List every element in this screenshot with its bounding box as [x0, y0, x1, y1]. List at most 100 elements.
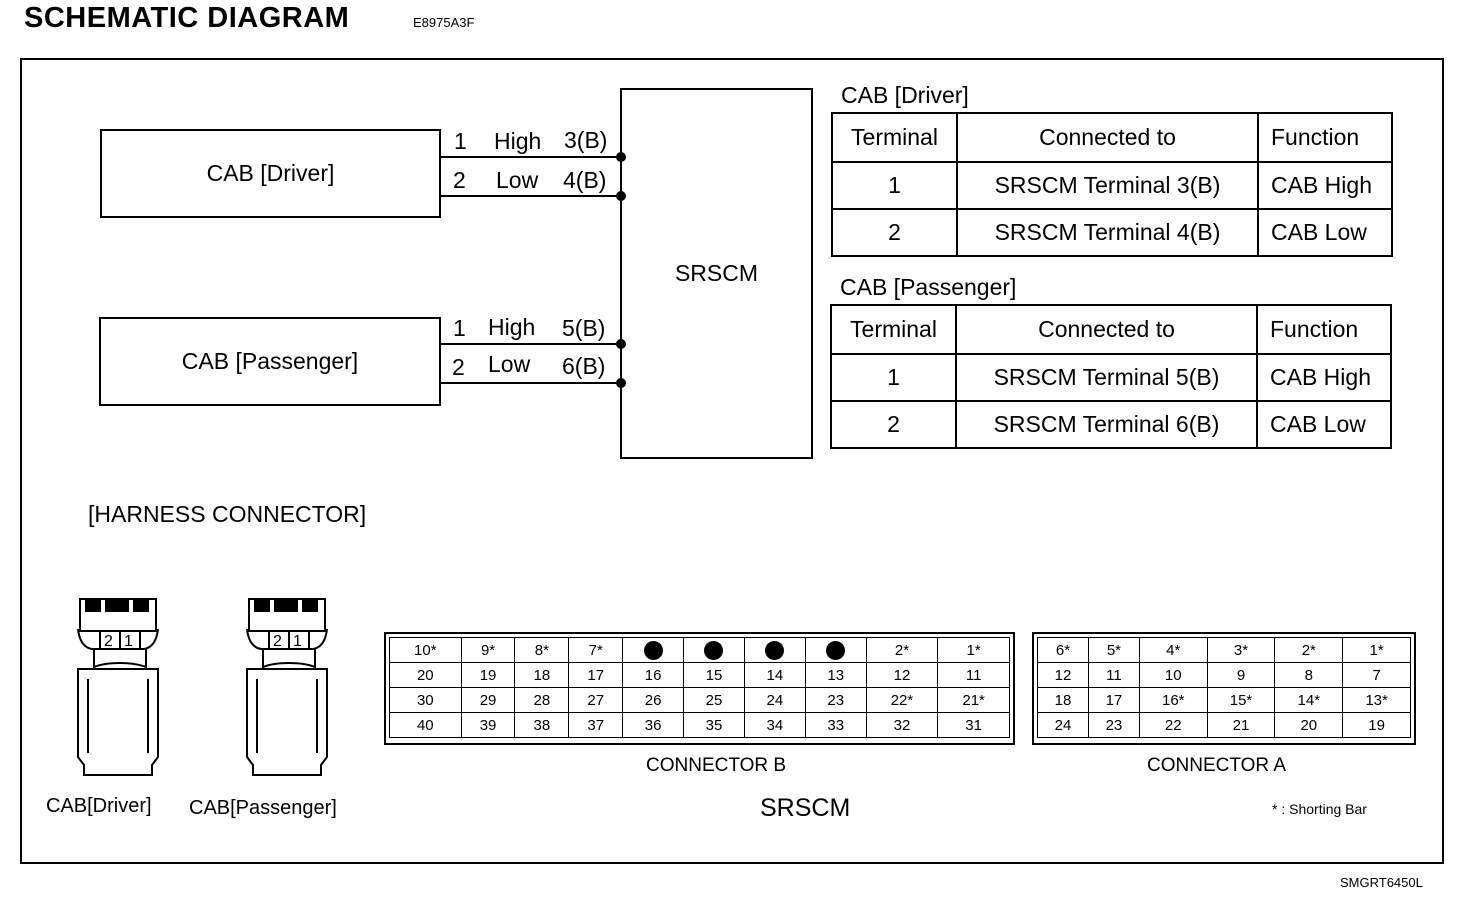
connector-b-pin-cell: 19 [460, 662, 516, 688]
driver-wire-high [441, 156, 621, 158]
connector-b-pin-cell: 34 [743, 712, 806, 738]
figure-code: SMGRT6450L [1340, 875, 1423, 890]
table-cell: CAB High [1256, 353, 1392, 402]
connector-b-pin-cell: 11 [937, 662, 1010, 688]
connector-b-pin-cell: 23 [804, 687, 867, 713]
connector-a-pin-cell: 12 [1037, 662, 1089, 688]
driver-low-junction [616, 191, 626, 201]
connector-a-pin-cell: 13* [1342, 687, 1411, 713]
table-cell: SRSCM Terminal 5(B) [955, 353, 1258, 402]
connector-b-pin-cell: 7* [568, 637, 624, 663]
table-cell: CAB High [1257, 161, 1393, 210]
driver-table-title: CAB [Driver] [841, 82, 969, 108]
connector-a-pin-cell: 10 [1138, 662, 1208, 688]
shorting-bar-note: * : Shorting Bar [1272, 801, 1367, 817]
table-cell: CAB Low [1257, 208, 1393, 257]
table-header-cell: Connected to [955, 304, 1258, 355]
connector-b-pin-cell: 29 [460, 687, 516, 713]
connector-a-pin-cell: 2* [1274, 637, 1344, 663]
srscm-label: SRSCM [674, 260, 759, 286]
passenger-wire2-terminal: 6(B) [562, 353, 606, 379]
table-header-cell: Connected to [956, 112, 1259, 163]
table-row: 2 SRSCM Terminal 6(B) CAB Low [830, 400, 1392, 449]
connector-b-pin-cell: 26 [622, 687, 685, 713]
cab-driver-box: CAB [Driver] [100, 129, 441, 218]
connector-b-pin-cell: 17 [568, 662, 624, 688]
connector-b-pin-cell [804, 637, 867, 663]
connector-a-pin-cell: 16* [1138, 687, 1208, 713]
connector-a-pin-cell: 19 [1342, 712, 1411, 738]
connector-b-pin-cell: 8* [514, 637, 570, 663]
table-cell: 2 [831, 208, 958, 257]
passenger-wire1-terminal: 5(B) [562, 315, 606, 341]
driver-wire2-signal: Low [496, 167, 539, 193]
connector-b-pin-cell: 32 [865, 712, 939, 738]
connector-a-pin-cell: 8 [1274, 662, 1344, 688]
table-header-cell: Function [1256, 304, 1392, 355]
harness-connector-heading: [HARNESS CONNECTOR] [88, 501, 367, 527]
connector-b-pin-cell [622, 637, 685, 663]
connector-a-pin-cell: 24 [1037, 712, 1089, 738]
cab-driver-caption: CAB[Driver] [46, 795, 152, 817]
table-header-cell: Terminal [830, 304, 957, 355]
pin-blocked-dot [765, 640, 785, 660]
connector-b-pin-cell: 31 [937, 712, 1010, 738]
cab-passenger-label: CAB [Passenger] [181, 348, 359, 374]
connector-a-pin-cell: 17 [1087, 687, 1140, 713]
passenger-wire2-pin: 2 [452, 354, 465, 380]
connector-b-pin-cell: 12 [865, 662, 939, 688]
table-cell: 1 [830, 353, 957, 402]
connector-b-pin-cell: 28 [514, 687, 570, 713]
connector-b-pin-cell: 2* [865, 637, 939, 663]
driver-wire1-terminal: 3(B) [564, 127, 608, 153]
connector-b-pin-cell: 36 [622, 712, 685, 738]
connector-b-pin-cell: 20 [389, 662, 462, 688]
cab-passenger-connector-icon: 2 1 [246, 598, 328, 776]
connector-a-pin-cell: 14* [1274, 687, 1344, 713]
connector-a-pin-cell: 22 [1138, 712, 1208, 738]
connector-a-pin-cell: 4* [1138, 637, 1208, 663]
passenger-low-junction [616, 378, 626, 388]
connector-a-pin-cell: 23 [1087, 712, 1140, 738]
table-cell: 1 [831, 161, 958, 210]
connector-a-pin-cell: 11 [1087, 662, 1140, 688]
connector-a-pin-cell: 6* [1037, 637, 1089, 663]
pin-blocked-dot [826, 640, 846, 660]
connector-b-pin-cell: 10* [389, 637, 462, 663]
pin-blocked-dot [643, 640, 663, 660]
connector-b-pin-cell [743, 637, 806, 663]
connector-b-pin-cell: 37 [568, 712, 624, 738]
cab-driver-connector-icon: 2 1 [77, 598, 159, 776]
passenger-wire1-signal: High [488, 314, 536, 340]
driver-wire1-signal: High [494, 128, 542, 154]
connector-a-pin-cell: 3* [1206, 637, 1276, 663]
cab-passenger-box: CAB [Passenger] [99, 317, 441, 406]
driver-terminal-table: Terminal Connected to Function 1 SRSCM T… [831, 112, 1393, 257]
connector-b-pin-cell: 27 [568, 687, 624, 713]
passenger-table-title: CAB [Passenger] [840, 274, 1017, 300]
connector-b-pin-cell: 16 [622, 662, 685, 688]
table-row: 2 SRSCM Terminal 4(B) CAB Low [831, 208, 1393, 257]
connector-a-pin-row: 6*5*4*3*2*1* [1037, 637, 1411, 663]
connector-a-pin-cell: 9 [1206, 662, 1276, 688]
cab-driver-label: CAB [Driver] [206, 160, 335, 186]
connector-b-pin-row: 10*9*8*7*2*1* [389, 637, 1010, 663]
table-row: 1 SRSCM Terminal 5(B) CAB High [830, 353, 1392, 402]
connector-a-pin-cell: 1* [1342, 637, 1411, 663]
table-header-cell: Function [1257, 112, 1393, 163]
driver-wire2-terminal: 4(B) [563, 167, 607, 193]
table-cell: CAB Low [1256, 400, 1392, 449]
connector-b-pin-cell: 1* [937, 637, 1010, 663]
passenger-high-junction [616, 339, 626, 349]
connector-b-pin-cell: 21* [937, 687, 1010, 713]
connector-b-pin-cell: 24 [743, 687, 806, 713]
connector-b-pin-cell: 25 [683, 687, 745, 713]
connector-a-pin-cell: 21 [1206, 712, 1276, 738]
